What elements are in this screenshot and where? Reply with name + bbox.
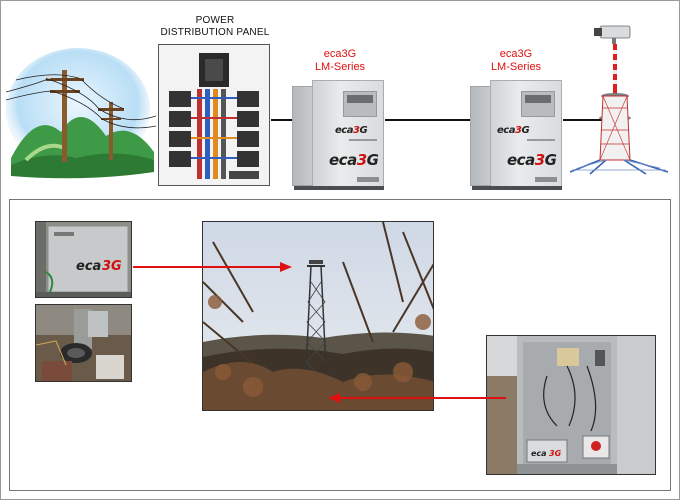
connection-line-device1-device2 [385,119,475,121]
svg-text:3G: 3G [549,449,562,458]
arrow-head-left [328,393,340,403]
power-distribution-panel-image [158,44,270,186]
device-2-brand-prefix: eca [497,125,515,136]
device-1-label: eca3G LM-Series [300,48,380,74]
connection-line-panel-device1 [271,119,295,121]
camera-tower-illustration [566,20,672,176]
device-2-brand-highlight: 3 [514,125,522,136]
device-2-brand-highlight-large: 3 [534,151,545,169]
device-2-brand-suffix: G [521,125,530,136]
photo-brand-text: eca [76,259,101,274]
device-1-label-line2: LM-Series [314,61,366,73]
arrow-head-right [280,262,292,272]
power-panel-label-line1: POWER [195,15,235,26]
power-panel-label: POWER DISTRIBUTION PANEL [150,15,280,39]
photo-pole-base [35,304,132,382]
device-1-label-line1: eca3G [323,48,357,60]
device-1-brand-suffix: G [359,125,368,136]
utility-pole-illustration [5,40,157,190]
device-1-brand-highlight: 3 [352,125,360,136]
svg-text:eca: eca [531,449,547,458]
device-2-label-line2: LM-Series [490,61,542,73]
photo-open-enclosure: eca 3G [486,335,656,475]
connection-line-device2-tower [563,119,603,121]
photo-cabinet-closeup: eca 3G [35,221,132,298]
photo-tower-forest [202,221,434,411]
device-2-label-line1: eca3G [499,48,533,60]
device-2-label: eca3G LM-Series [476,48,556,74]
device-2-brand-suffix-large: G [544,151,557,169]
svg-text:3G: 3G [102,259,122,274]
device-1-brand-suffix-large: G [366,151,379,169]
eca3g-device-2: eca3G eca3G [470,78,564,192]
device-1-brand-highlight-large: 3 [356,151,367,169]
eca3g-device-1: eca3G eca3G [292,78,386,192]
device-2-brand-prefix-large: eca [507,151,535,169]
power-panel-label-line2: DISTRIBUTION PANEL [160,27,270,38]
device-1-brand-prefix: eca [335,125,353,136]
device-1-brand-prefix-large: eca [329,151,357,169]
